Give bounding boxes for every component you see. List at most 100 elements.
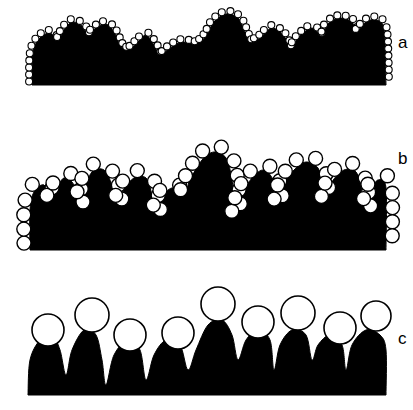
particle-circle (309, 151, 323, 165)
particle-circle (114, 319, 146, 351)
panel-letter: b (398, 150, 407, 167)
particle-circle (289, 153, 303, 167)
particle-circle (267, 192, 281, 206)
particle-circle (386, 201, 400, 215)
panel-letter: c (398, 330, 407, 347)
particle-circle (318, 28, 325, 35)
particle-circle (18, 193, 32, 207)
particle-circle (260, 27, 267, 34)
particle-circle (32, 314, 64, 346)
particle-circle (61, 21, 68, 28)
particle-circle (45, 27, 52, 34)
particle-circle (170, 39, 177, 46)
particle-circle (357, 192, 371, 206)
particle-circle (113, 27, 120, 34)
particle-circle (227, 154, 241, 168)
particle-circle (46, 176, 60, 190)
particle-circle (153, 183, 167, 197)
particle-circle (356, 20, 363, 27)
particle-circle (234, 177, 248, 191)
particle-circle (327, 15, 334, 22)
particle-circle (383, 24, 390, 31)
particle-circle (146, 198, 160, 212)
rough-surface (30, 152, 387, 250)
particle-circle (87, 26, 94, 33)
particle-circle (346, 157, 360, 171)
particle-circle (145, 29, 152, 36)
panel-letter: a (398, 34, 407, 51)
particle-circle (26, 78, 33, 85)
particle-circle (130, 164, 144, 178)
particle-circle (218, 9, 225, 16)
particle-circle (76, 17, 83, 24)
particle-circle (385, 73, 392, 80)
particle-circle (361, 177, 375, 191)
particle-circle (298, 27, 305, 34)
particle-circle (240, 17, 247, 24)
particle-circle (350, 16, 357, 23)
particle-circle (214, 140, 228, 154)
particle-circle (32, 35, 39, 42)
particle-circle (17, 208, 31, 222)
particle-circle (26, 64, 33, 71)
particle-circle (26, 57, 33, 64)
particle-circle (75, 171, 89, 185)
particle-circle (174, 183, 188, 197)
particle-circle (379, 16, 386, 23)
particle-circle (304, 23, 311, 30)
particle-circle (25, 177, 39, 191)
particle-circle (56, 28, 63, 35)
particle-circle (328, 162, 342, 176)
particle-circle (380, 169, 394, 183)
particle-circle (100, 18, 107, 25)
particle-circle (361, 301, 391, 331)
particle-circle (235, 11, 242, 18)
particle-circle (334, 12, 341, 19)
particle-circle (243, 164, 257, 178)
particle-circle (92, 21, 99, 28)
particle-circle (263, 159, 277, 173)
particle-circle (162, 317, 194, 349)
particle-circle (136, 33, 143, 40)
particle-circle (212, 13, 219, 20)
particle-circle (75, 298, 109, 332)
particle-circle (26, 50, 33, 57)
particle-circle (17, 236, 31, 250)
particle-circle (318, 176, 332, 190)
particle-circle (292, 33, 299, 40)
particle-circle (385, 59, 392, 66)
particle-circle (227, 8, 234, 15)
surface-guide (30, 152, 387, 250)
surface-guide (32, 14, 386, 85)
particle-circle (116, 174, 130, 188)
particle-circle (324, 312, 356, 344)
particle-circle (385, 215, 399, 229)
particle-circle (201, 287, 235, 321)
particle-circle (67, 16, 74, 23)
particle-circle (268, 22, 275, 29)
particle-circle (385, 45, 392, 52)
particle-circle (281, 296, 315, 330)
particle-circle (278, 164, 292, 178)
particle-circle (321, 21, 328, 28)
particle-circle (385, 38, 392, 45)
particle-circle (86, 157, 100, 171)
particle-circle (150, 36, 157, 43)
particle-circle (385, 66, 392, 73)
particle-circle (243, 24, 250, 31)
particle-circle (371, 13, 378, 20)
particle-circle (225, 204, 239, 218)
particle-circle (282, 30, 289, 37)
particle-circle (179, 169, 193, 183)
particle-circle (70, 185, 84, 199)
particle-circle (363, 15, 370, 22)
particle-circle (177, 36, 184, 43)
particle-circle (37, 30, 44, 37)
particle-circle (384, 31, 391, 38)
particle-circle (385, 186, 399, 200)
particle-circle (228, 191, 242, 205)
particle-circle (28, 42, 35, 49)
particle-circle (342, 12, 349, 19)
